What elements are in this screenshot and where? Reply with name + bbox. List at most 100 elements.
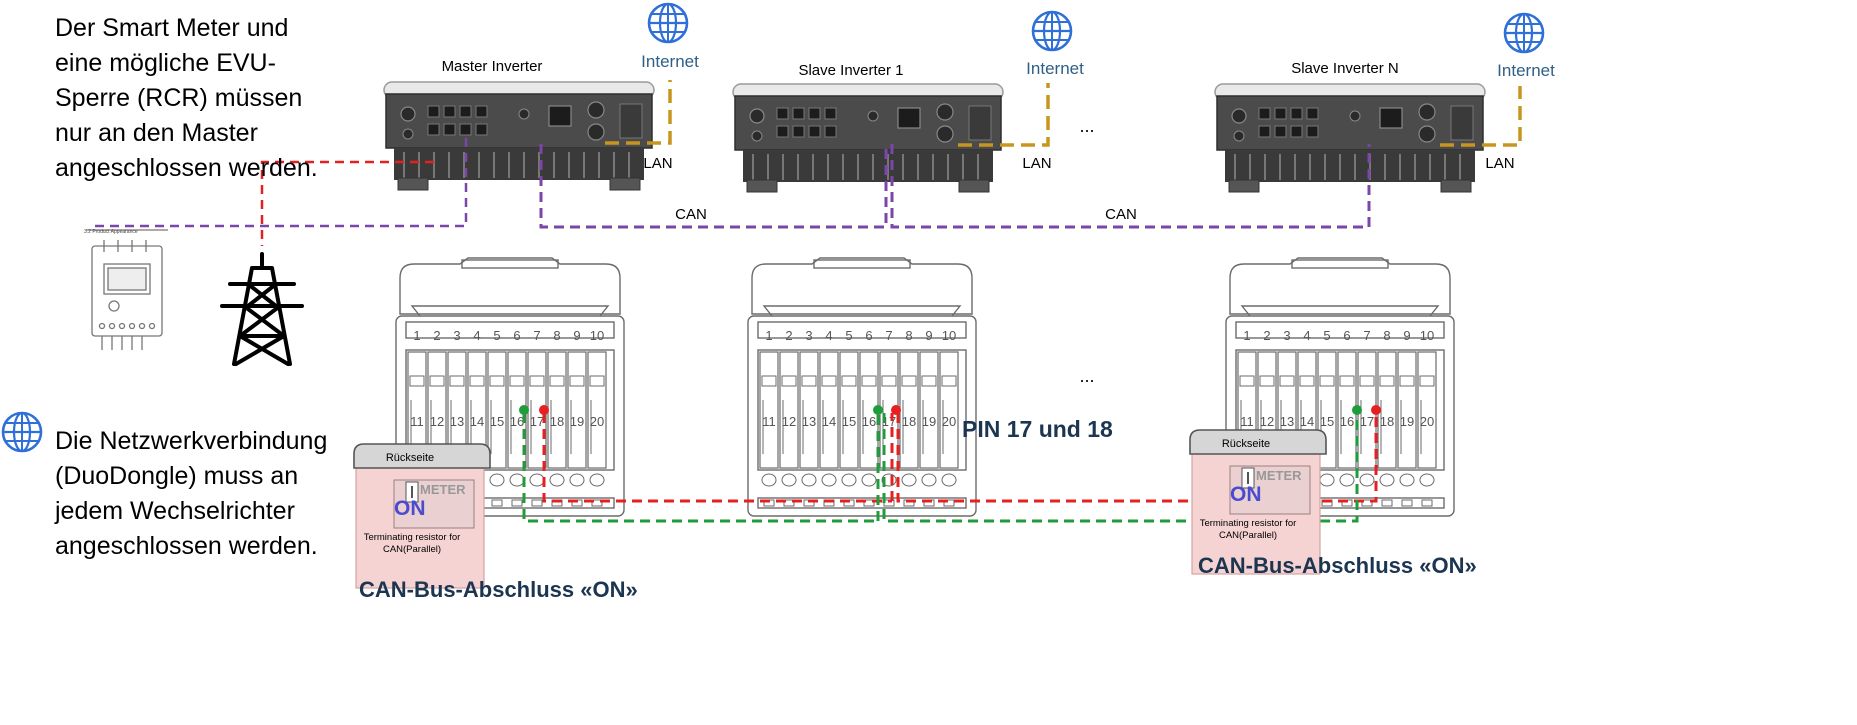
dip-on-label: ON [1230,483,1262,506]
pin-number: 9 [573,328,580,343]
pin-number: 14 [822,414,836,429]
note-line: angeschlossen werden. [55,154,318,182]
meter-caption: 3.2 Product Appearance [84,229,138,235]
pin-number: 4 [473,328,480,343]
pin-number: 18 [1380,414,1394,429]
pin-number: 8 [905,328,912,343]
dip-desc-line: Terminating resistor for [364,532,461,543]
pin-number: 10 [942,328,956,343]
pin-number: 19 [570,414,584,429]
internet-label: Internet [1026,59,1084,78]
meter-can-wire [92,138,468,228]
pin-number: 15 [490,414,504,429]
can-label: CAN [675,206,707,223]
pin-number: 9 [1403,328,1410,343]
pin-number: 3 [453,328,460,343]
ellipsis: ... [1079,116,1094,136]
pin-number: 2 [1263,328,1270,343]
lan-label: LAN [1022,155,1051,172]
note-line: Sperre (RCR) müssen [55,84,303,112]
lan-label: LAN [1485,155,1514,172]
note-line: eine mögliche EVU- [55,49,276,77]
pin-number: 16 [862,414,876,429]
pin-number: 7 [1363,328,1370,343]
pin-number: 8 [553,328,560,343]
pin-number: 20 [942,414,956,429]
pin-number: 10 [1420,328,1434,343]
pin-number: 1 [1243,328,1250,343]
note-line: Der Smart Meter und [55,14,289,42]
pin-number: 5 [493,328,500,343]
dip-desc-line: CAN(Parallel) [383,544,441,555]
can-bus [539,144,1371,229]
pin-number: 7 [533,328,540,343]
note-line: angeschlossen werden. [55,532,318,560]
pin-number: 13 [802,414,816,429]
smart-meter [85,229,169,351]
pin-number: 12 [430,414,444,429]
pin-number: 6 [865,328,872,343]
pin-number: 1 [413,328,420,343]
pin-number: 4 [1303,328,1310,343]
pin-number: 19 [1400,414,1414,429]
internet-label: Internet [1497,61,1555,80]
pin-number: 5 [845,328,852,343]
pin-number: 8 [1383,328,1390,343]
pin-number: 6 [513,328,520,343]
slave-inverter-1 [732,83,1004,193]
terminal-block [747,257,977,517]
pin-number: 12 [782,414,796,429]
dip-desc-line: CAN(Parallel) [1219,530,1277,541]
pin-number: 20 [1420,414,1434,429]
pin-number: 19 [922,414,936,429]
pin-number: 3 [805,328,812,343]
pin-number: 14 [470,414,484,429]
pin-number: 13 [1280,414,1294,429]
pin-number: 16 [510,414,524,429]
pin-number: 17 [1360,414,1374,429]
pin-number: 15 [842,414,856,429]
dip-on-label: ON [394,497,426,520]
internet-globe-icon [1503,12,1545,54]
termination-label: CAN-Bus-Abschluss «ON» [359,577,638,602]
note-line: (DuoDongle) muss an [55,462,299,490]
network-globe-icon [1,411,43,453]
ellipsis: ... [1079,366,1094,386]
dip-tab-label: Rückseite [386,452,434,464]
pin-number: 2 [433,328,440,343]
inverter-label: Slave Inverter N [1291,60,1399,77]
pin-number: 4 [825,328,832,343]
pin-number: 18 [550,414,564,429]
grid-wire [260,160,434,246]
lan-cables [605,80,1522,147]
pin-number: 18 [902,414,916,429]
termination-label: CAN-Bus-Abschluss «ON» [1198,553,1477,578]
pin-number: 14 [1300,414,1314,429]
pin-number: 11 [1240,414,1254,429]
pin-number: 13 [450,414,464,429]
internet-globe-icon [1031,10,1073,52]
master-inverter [383,81,655,191]
can-label: CAN [1105,206,1137,223]
note-line: jedem Wechselrichter [55,497,295,525]
pin-number: 12 [1260,414,1274,429]
note-line: nur an den Master [55,119,258,147]
network-note: Die Netzwerkverbindung (DuoDongle) muss … [55,424,327,564]
pin-note: PIN 17 und 18 [962,416,1113,442]
pin-number: 20 [590,414,604,429]
pin-number: 15 [1320,414,1334,429]
pin-number: 7 [885,328,892,343]
pin-number: 1 [765,328,772,343]
pin-number: 10 [590,328,604,343]
internet-label: Internet [641,52,699,71]
smart-meter-note: Der Smart Meter und eine mögliche EVU- S… [55,11,318,186]
dip-meter-label: METER [1256,468,1302,483]
pin-number: 16 [1340,414,1354,429]
pin-number: 3 [1283,328,1290,343]
pin-number: 9 [925,328,932,343]
slave-inverter-n [1214,83,1486,193]
pin-number: 11 [410,414,424,429]
can-wire-chain [522,413,1378,523]
